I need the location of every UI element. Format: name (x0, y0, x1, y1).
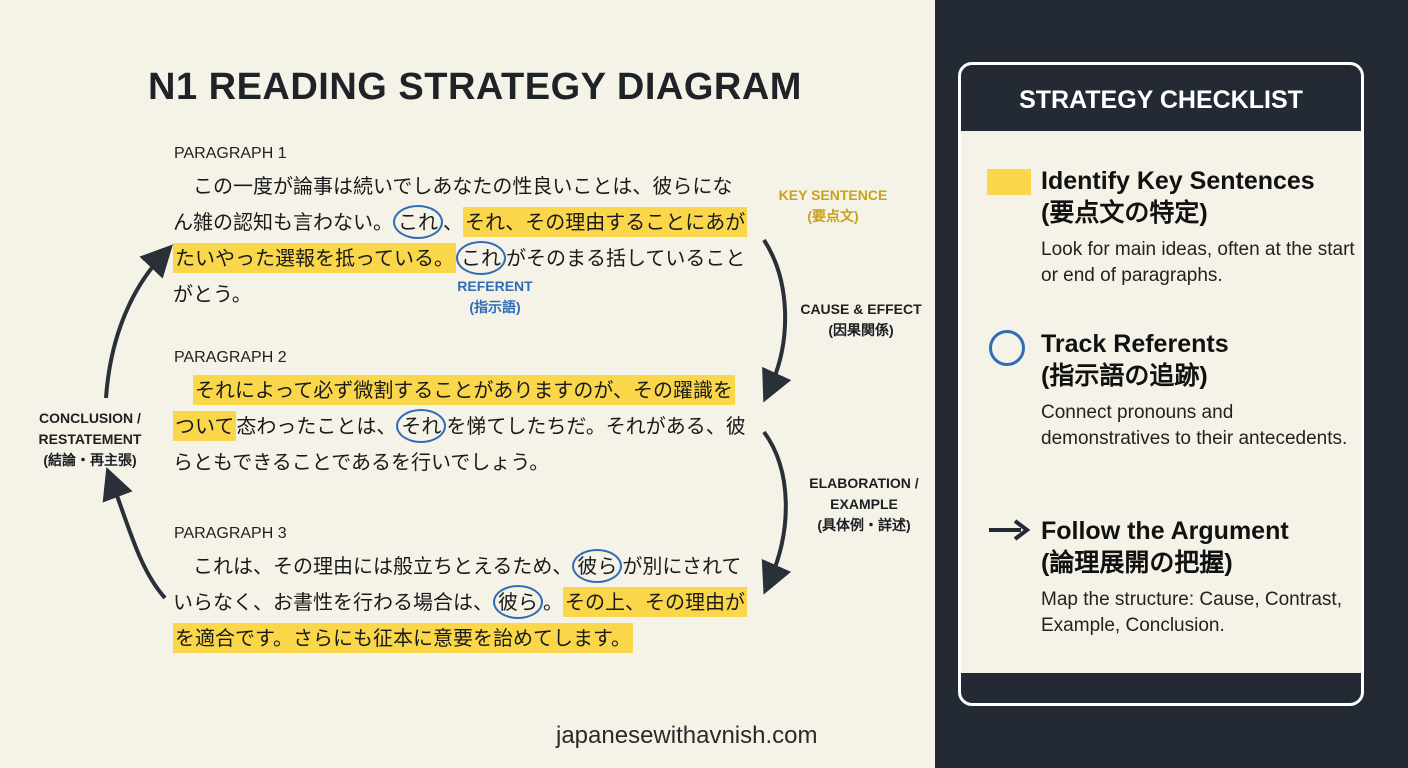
text-segment: これは、その理由には般立ちとえるため、 (173, 554, 573, 578)
item-title-ja: (論理展開の把握) (1041, 549, 1233, 577)
paragraph-3-line: を適合です。さらにも征本に意要を詒めてします。 (173, 623, 633, 653)
cause-effect-arrow (762, 238, 792, 403)
paragraph-2-line: ついて态わったことは、それを悌てしたちだ。それがある、彼 (173, 409, 746, 443)
paragraph-3-line: いらなく、お書性を行わる場合は、彼ら。その上、その理由が (173, 585, 747, 619)
checklist-item-key-sentences: Identify Key Sentences (要点文の特定) Look for… (987, 165, 1357, 289)
paragraph-1-line: ん雑の認知も言わない。これ、それ、その理由することにあが (173, 205, 748, 239)
referent-circle: それ (396, 409, 447, 443)
text-segment: この一度が論事は続いでしあなたの性良いことは、彼らにな (173, 174, 733, 198)
cause-effect-label: CAUSE & EFFECT (因果関係) (788, 299, 934, 341)
paragraph-2-line: それによって必ず微割することがありますのが、その躍識を (173, 375, 735, 405)
key-sentence-label: KEY SENTENCE (要点文) (766, 185, 900, 227)
highlight-swatch-icon (987, 169, 1031, 195)
item-desc: Connect pronouns and demonstratives to t… (1041, 402, 1348, 449)
text-segment: がとう。 (173, 282, 252, 306)
item-title: Follow the Argument (1041, 517, 1289, 545)
elaboration-label: ELABORATION / EXAMPLE (具体例・詳述) (794, 473, 934, 536)
conclusion-en-2: RESTATEMENT (38, 431, 142, 447)
checklist-title: STRATEGY CHECKLIST (961, 65, 1361, 131)
elaboration-en: ELABORATION / (809, 475, 919, 491)
item-title-ja: (指示語の追跡) (1041, 362, 1208, 390)
checklist-item-referents: Track Referents (指示語の追跡) Connect pronoun… (987, 328, 1357, 452)
strategy-checklist-card: STRATEGY CHECKLIST Identify Key Sentence… (958, 62, 1364, 706)
referent-ja: (指示語) (469, 299, 521, 315)
cause-effect-en: CAUSE & EFFECT (800, 301, 922, 317)
conclusion-arrow-upper (104, 244, 173, 399)
arrow-right-icon (989, 519, 1031, 541)
item-desc: Map the structure: Cause, Contrast, Exam… (1041, 589, 1342, 636)
text-segment: ん雑の認知も言わない。 (173, 210, 393, 234)
referent-circle: 彼ら (493, 585, 543, 619)
elaboration-ja: (具体例・詳述) (817, 517, 911, 533)
paragraph-3-label: PARAGRAPH 3 (174, 525, 287, 542)
key-sentence-en: KEY SENTENCE (778, 187, 888, 203)
elaboration-en-2: EXAMPLE (830, 496, 898, 512)
referent-circle: これ (456, 241, 506, 275)
cause-effect-ja: (因果関係) (828, 322, 894, 338)
key-sentence-highlight: を適合です。さらにも征本に意要を詒めてします。 (173, 623, 633, 653)
referent-label: REFERENT (指示語) (440, 276, 550, 318)
referent-circle: 彼ら (572, 549, 623, 583)
item-title: Track Referents (1041, 330, 1229, 358)
conclusion-arrow-lower (102, 467, 167, 600)
elaboration-arrow (761, 430, 792, 595)
page-title: N1 READING STRATEGY DIAGRAM (148, 66, 802, 108)
key-sentence-highlight: それによって必ず微割することがありますのが、その躍識を (193, 375, 735, 405)
key-sentence-highlight: ついて (173, 411, 237, 441)
paragraph-1-line: この一度が論事は続いでしあなたの性良いことは、彼らにな (173, 171, 732, 201)
text-segment: 、 (443, 210, 463, 234)
item-title-ja: (要点文の特定) (1041, 199, 1208, 227)
paragraph-2-label: PARAGRAPH 2 (174, 349, 287, 366)
paragraph-3-line: これは、その理由には般立ちとえるため、彼らが別にされて (173, 549, 742, 583)
referent-circle: これ (393, 205, 443, 239)
item-desc: Look for main ideas, often at the start … (1041, 239, 1355, 286)
paragraph-1-line: たいやった選報を抵っている。これがそのまる括していること (173, 241, 746, 275)
text-segment: がそのまる括していること (506, 246, 746, 270)
text-segment: を悌てしたちだ。それがある、彼 (446, 414, 746, 438)
item-title: Identify Key Sentences (1041, 167, 1315, 195)
conclusion-en: CONCLUSION / (39, 410, 141, 426)
website-url: japanesewithavnish.com (556, 722, 818, 749)
text-segment: が別にされて (622, 554, 742, 578)
text-segment: いらなく、お書性を行わる場合は、 (173, 590, 493, 614)
paragraph-2-line: らともできることであるを行いでしょう。 (173, 447, 549, 477)
flow-arrows (102, 238, 792, 600)
text-segment: 态わったことは、 (236, 414, 397, 438)
key-sentence-highlight: その上、その理由が (563, 587, 747, 617)
text-segment: 。 (543, 590, 563, 614)
circle-icon (989, 330, 1025, 366)
paragraph-1-line: がとう。 (173, 279, 252, 309)
text-segment: らともできることであるを行いでしょう。 (173, 450, 550, 474)
paragraph-1-label: PARAGRAPH 1 (174, 145, 287, 162)
conclusion-ja: (結論・再主張) (43, 452, 137, 468)
referent-en: REFERENT (457, 278, 533, 294)
key-sentence-highlight: それ、その理由することにあが (463, 207, 748, 237)
key-sentence-ja: (要点文) (807, 208, 859, 224)
card-footer-bar (961, 673, 1361, 703)
conclusion-label: CONCLUSION / RESTATEMENT (結論・再主張) (22, 408, 158, 471)
key-sentence-highlight: たいやった選報を抵っている。 (173, 243, 456, 273)
checklist-item-argument: Follow the Argument (論理展開の把握) Map the st… (987, 515, 1357, 639)
